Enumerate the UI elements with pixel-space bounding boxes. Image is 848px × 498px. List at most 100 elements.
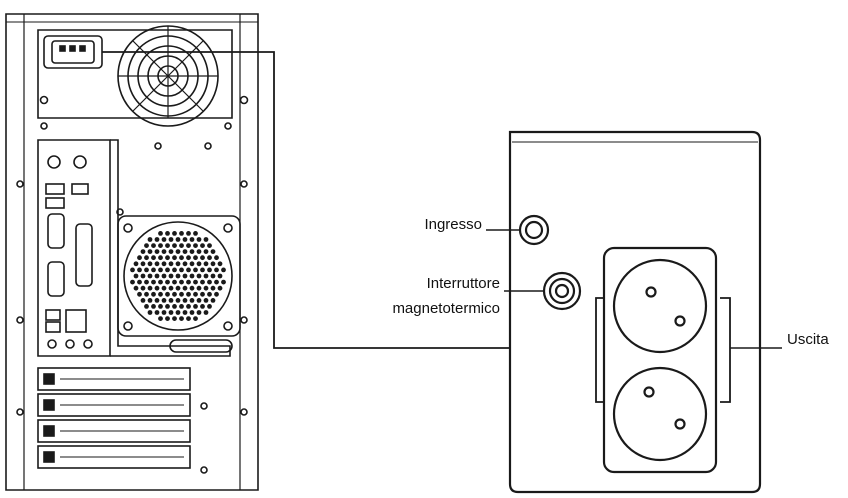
fan-hole	[189, 298, 195, 303]
fan-hole	[186, 231, 191, 236]
fan-hole	[165, 316, 170, 321]
fan-hole	[133, 261, 139, 267]
fan-hole	[203, 249, 209, 255]
fan-hole	[193, 291, 198, 297]
fan-hole	[217, 285, 223, 291]
fan-hole	[165, 304, 170, 309]
fan-hole	[158, 231, 163, 236]
fan-hole	[175, 261, 181, 267]
fan-hole	[193, 316, 198, 321]
fan-hole	[161, 298, 167, 303]
fan-hole	[151, 279, 156, 285]
fan-hole	[137, 255, 142, 261]
psu-fan-grille	[117, 25, 219, 127]
fan-hole	[147, 261, 153, 267]
fan-hole	[144, 291, 149, 297]
fan-hole	[154, 237, 160, 242]
fan-hole	[161, 249, 167, 255]
parallel-port-icon	[75, 223, 93, 287]
fan-hole	[203, 310, 209, 315]
fan-hole	[193, 255, 198, 261]
output-bracket	[595, 297, 604, 403]
fan-hole	[168, 273, 174, 279]
fan-hole	[179, 255, 184, 261]
fan-hole	[200, 267, 205, 273]
fan-hole	[203, 237, 209, 242]
fan-hole	[207, 267, 212, 273]
io-panel	[37, 139, 111, 357]
outlet-socket-bottom	[612, 366, 708, 462]
power-cable	[102, 51, 604, 349]
fan-hole	[182, 310, 188, 315]
fan-hole	[214, 291, 219, 297]
fan-hole	[196, 261, 202, 267]
fan-hole	[154, 285, 160, 291]
fan-hole	[207, 243, 212, 249]
fan-hole	[186, 243, 191, 249]
fan-hole	[175, 285, 181, 291]
fan-hole	[196, 237, 202, 242]
fan-hole	[172, 279, 177, 285]
fan-hole	[182, 298, 188, 303]
input-label: Ingresso	[424, 216, 482, 233]
fan-hole	[203, 285, 209, 291]
fan-hole	[203, 298, 209, 303]
fan-hole	[189, 273, 195, 279]
fan-hole	[196, 249, 202, 255]
audio-jack-icon	[47, 339, 57, 349]
fan-hole	[147, 237, 153, 242]
fan-hole	[140, 273, 146, 279]
fan-hole	[158, 291, 163, 297]
fan-hole	[154, 310, 160, 315]
fan-hole	[144, 267, 149, 273]
fan-hole	[196, 285, 202, 291]
fan-hole	[168, 237, 174, 242]
fan-hole	[165, 243, 170, 249]
fan-hole	[189, 249, 195, 255]
fan-hole	[179, 291, 184, 297]
fan-hole	[133, 285, 139, 291]
fan-hole	[217, 273, 223, 279]
fan-hole	[165, 291, 170, 297]
fan-hole	[200, 304, 205, 309]
fan-hole	[137, 267, 142, 273]
fan-hole	[193, 243, 198, 249]
fan-hole	[200, 279, 205, 285]
fan-hole	[172, 304, 177, 309]
fan-hole	[165, 267, 170, 273]
fan-hole	[147, 285, 153, 291]
fan-hole	[221, 267, 226, 273]
fan-hole	[207, 255, 212, 261]
fan-hole	[196, 298, 202, 303]
fan-hole	[189, 237, 195, 242]
case-fan-perforations	[130, 231, 226, 321]
usb-port-icon	[45, 183, 65, 195]
fan-hole	[154, 261, 160, 267]
fan-hole	[175, 249, 181, 255]
lan-port-icon	[65, 309, 87, 333]
fan-hole	[179, 304, 184, 309]
fan-hole	[193, 267, 198, 273]
fan-hole	[179, 316, 184, 321]
fan-hole	[161, 310, 167, 315]
fan-hole	[193, 231, 198, 236]
fan-hole	[168, 285, 174, 291]
fan-hole	[144, 279, 149, 285]
fan-hole	[140, 249, 146, 255]
fan-hole	[151, 243, 156, 249]
fan-hole	[196, 310, 202, 315]
ups-output-panel	[602, 246, 718, 474]
fan-hole	[158, 279, 163, 285]
fan-hole	[151, 255, 156, 261]
fan-hole	[175, 310, 181, 315]
fan-hole	[210, 249, 216, 255]
fan-hole	[168, 310, 174, 315]
serial-port-icon	[47, 213, 65, 249]
fan-hole	[189, 285, 195, 291]
fan-hole	[144, 304, 149, 309]
fan-hole	[154, 298, 160, 303]
fan-hole	[221, 279, 226, 285]
fan-hole	[140, 298, 146, 303]
fan-hole	[193, 304, 198, 309]
